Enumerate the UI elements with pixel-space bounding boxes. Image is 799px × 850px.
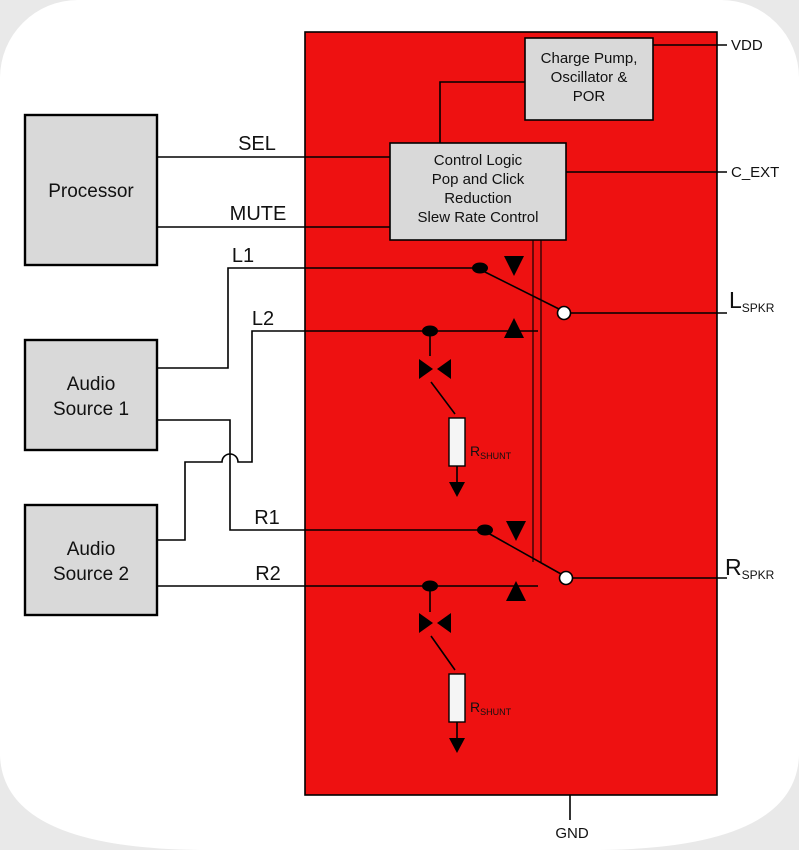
r-rshunt-resistor xyxy=(448,673,466,723)
charge-pump-label-1: Charge Pump, xyxy=(541,50,638,67)
wires xyxy=(157,44,727,820)
r-switch-pole-contact xyxy=(558,570,574,586)
lspkr-pin-label: LSPKR xyxy=(729,287,775,315)
r1-arrow-icon xyxy=(506,521,526,541)
r1-label: R1 xyxy=(254,507,280,529)
right-channel-switch: RSHUNT xyxy=(419,521,574,753)
l1-label: L1 xyxy=(232,245,254,267)
l1-junction-dot xyxy=(472,262,488,274)
r-switch-arm xyxy=(487,532,562,575)
charge-pump-label-2: Oscillator & xyxy=(551,69,628,86)
watermark-corner-top-right xyxy=(721,0,799,78)
gnd-pin-label: GND xyxy=(555,825,589,842)
watermark-corner-bottom-right xyxy=(599,756,799,850)
l-switch-arm xyxy=(482,270,560,310)
r-gate-arrow-right-icon xyxy=(419,613,433,633)
control-logic-label-2: Pop and Click xyxy=(432,171,525,188)
function-blocks: Charge Pump, Oscillator & POR Control Lo… xyxy=(23,37,654,617)
l-gate-arrow-left-icon xyxy=(437,359,451,379)
l-shunt-switch-arm xyxy=(430,381,456,415)
audio-source-1-label-1: Audio xyxy=(67,374,116,395)
processor-box xyxy=(23,113,159,267)
l-switch-pole-contact xyxy=(556,305,572,321)
audio-source-1-label-2: Source 1 xyxy=(53,399,129,420)
r-rshunt-label: RSHUNT xyxy=(470,699,512,717)
audio-source-2-box xyxy=(23,503,159,617)
charge-pump-box xyxy=(524,37,654,121)
l1-arrow-icon xyxy=(504,256,524,276)
control-logic-box xyxy=(389,142,567,241)
audio-source-2-label-1: Audio xyxy=(67,539,116,560)
audio-source-2-label-2: Source 2 xyxy=(53,564,129,585)
processor-label: Processor xyxy=(48,181,134,202)
control-logic-label-1: Control Logic xyxy=(434,152,523,169)
control-logic-label-4: Slew Rate Control xyxy=(418,209,539,226)
r2-junction-dot xyxy=(422,580,438,592)
vdd-pin-label: VDD xyxy=(731,37,763,54)
audio-source-1-box xyxy=(23,338,159,452)
mute-label: MUTE xyxy=(230,203,287,225)
pin-labels: VDD C_EXT GND LSPKR RSPKR xyxy=(555,37,779,842)
l-rshunt-label: RSHUNT xyxy=(470,443,512,461)
l2-junction-dot xyxy=(422,325,438,337)
sel-label: SEL xyxy=(238,133,276,155)
watermark-corner-top-left xyxy=(0,0,78,78)
l-shunt-gnd-arrow-icon xyxy=(449,482,465,497)
l2-label: L2 xyxy=(252,308,274,330)
r2-arrow-icon xyxy=(506,581,526,601)
watermark-corner-bottom-left xyxy=(0,756,200,850)
l1-wire xyxy=(157,267,480,369)
r1-wire xyxy=(157,419,485,531)
l-rshunt-resistor xyxy=(448,417,466,467)
r1-junction-dot xyxy=(477,524,493,536)
l-gate-arrow-right-icon xyxy=(419,359,433,379)
charge-pump-label-3: POR xyxy=(573,88,606,105)
control-to-chargepump-wire xyxy=(439,81,525,143)
left-channel-switch: RSHUNT xyxy=(419,256,572,497)
rspkr-pin-label: RSPKR xyxy=(725,554,775,582)
signal-labels: SEL MUTE L1 L2 R1 R2 xyxy=(230,133,287,585)
r2-label: R2 xyxy=(255,563,281,585)
cext-pin-label: C_EXT xyxy=(731,164,779,181)
r-shunt-gnd-arrow-icon xyxy=(449,738,465,753)
r-gate-arrow-left-icon xyxy=(437,613,451,633)
control-logic-label-3: Reduction xyxy=(444,190,512,207)
r-shunt-switch-arm xyxy=(430,635,456,671)
l2-arrow-icon xyxy=(504,318,524,338)
